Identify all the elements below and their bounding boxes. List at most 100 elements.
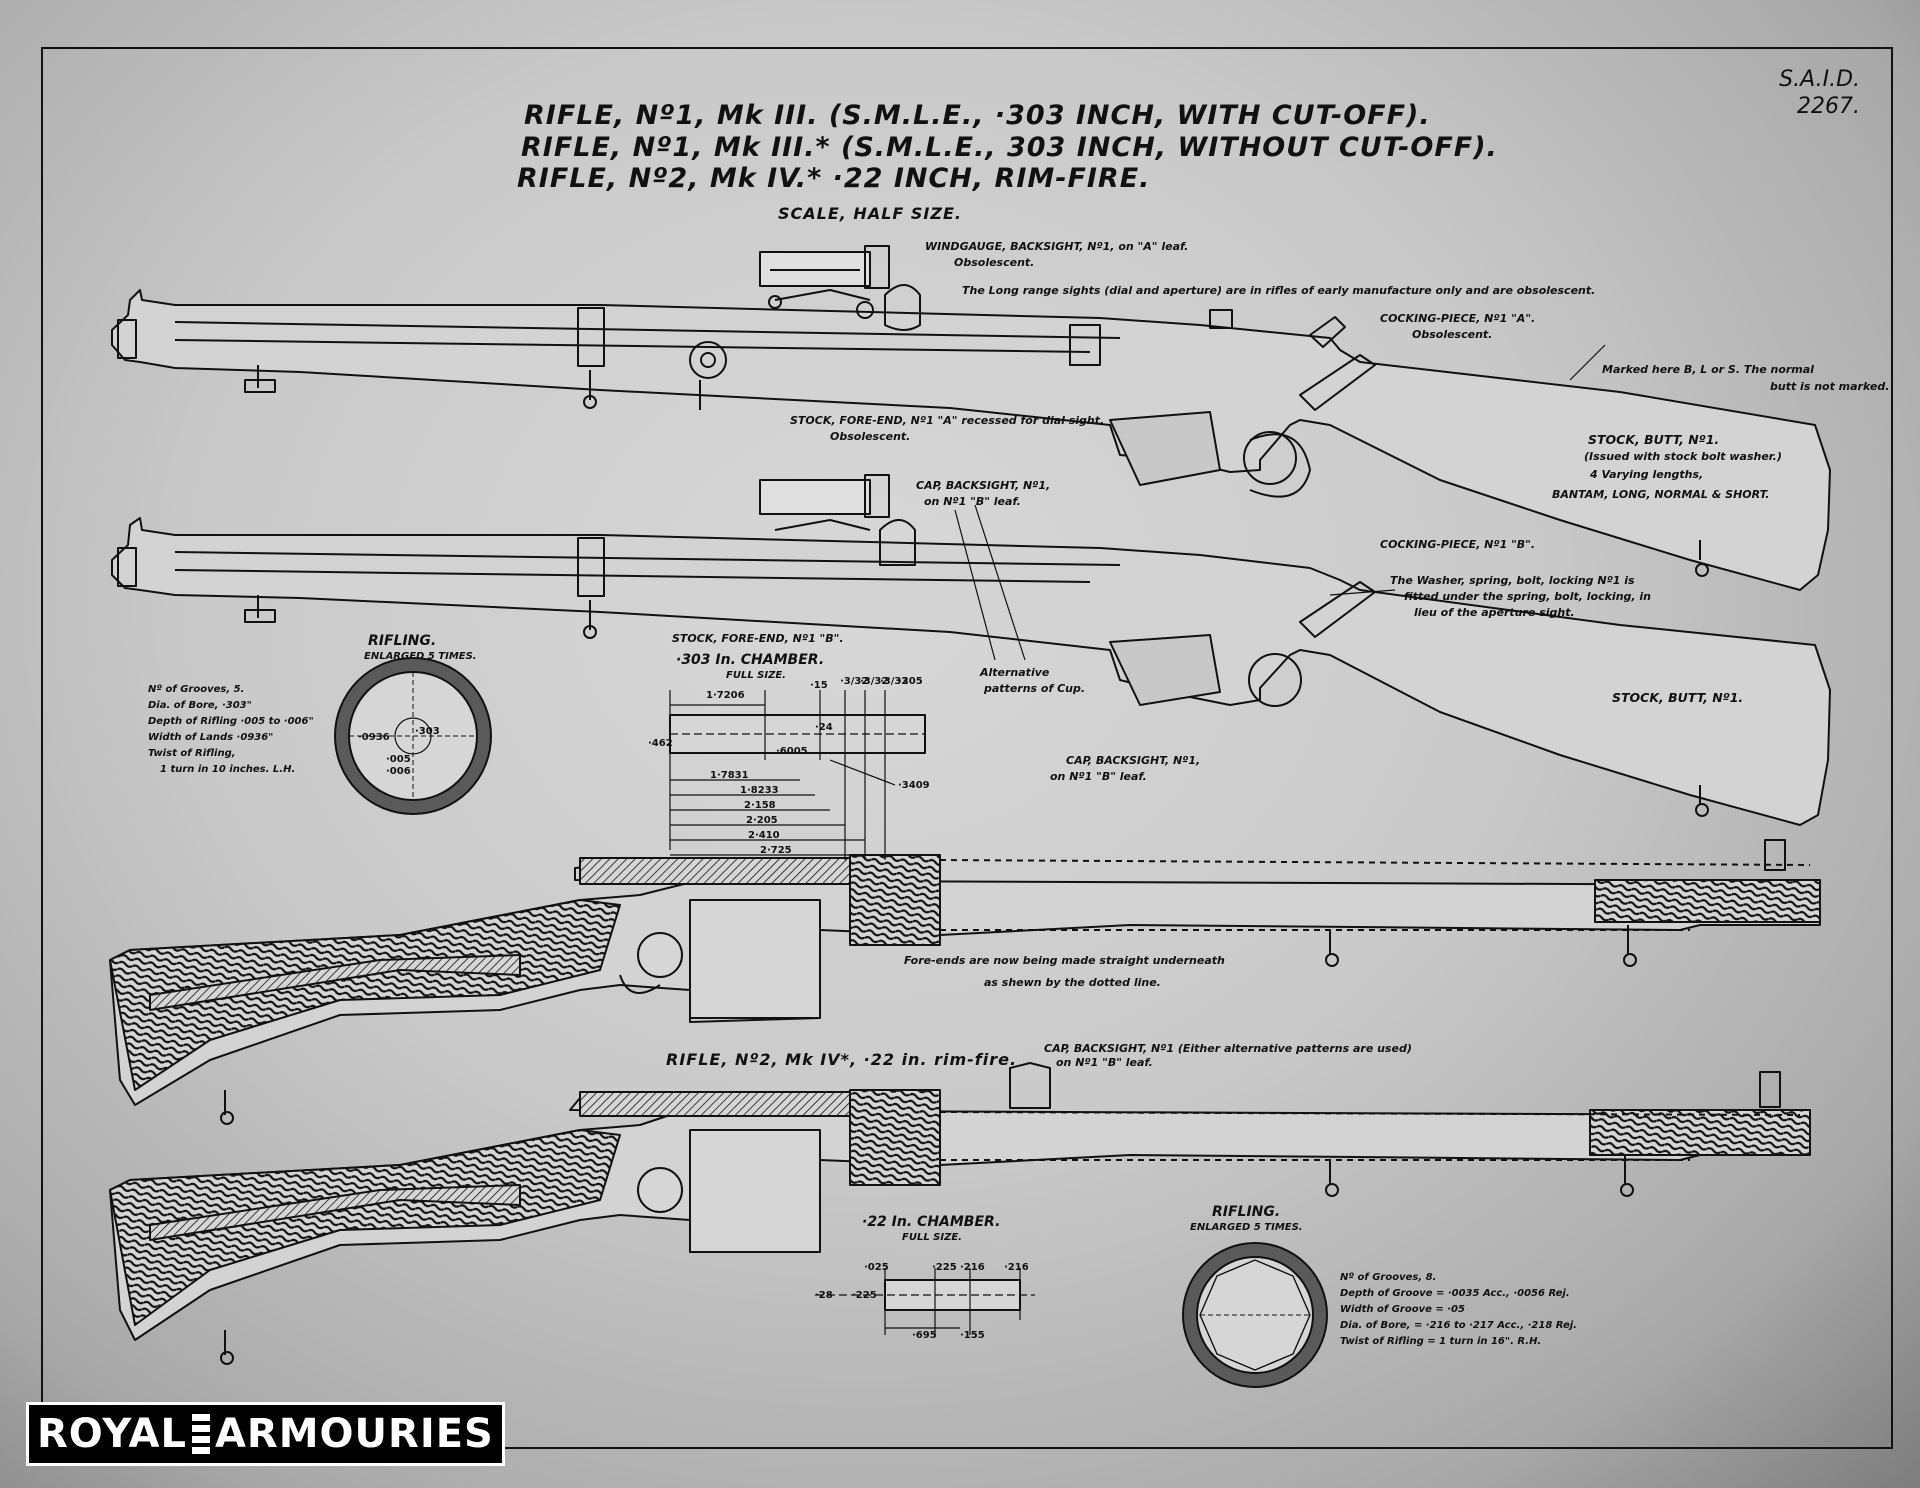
chamber-22-dim-6: ·225: [852, 1290, 877, 1301]
logo-mark-icon: [191, 1414, 210, 1454]
alternative-label-1: Alternative: [980, 666, 1050, 679]
chamber-22-dim-2: ·225: [932, 1262, 957, 1273]
cocking-piece-a-label-2: Obsolescent.: [1412, 328, 1493, 341]
washer-note-2: fitted under the spring, bolt, locking, …: [1404, 590, 1652, 603]
rifling-22-spec-2: Depth of Groove = ·0035 Acc., ·0056 Rej.: [1340, 1288, 1570, 1299]
rifling-22-spec-4: Dia. of Bore, = ·216 to ·217 Acc., ·218 …: [1340, 1320, 1577, 1331]
washer-note-1: The Washer, spring, bolt, locking Nº1 is: [1390, 574, 1635, 587]
drawing-ref-line-2: 2267.: [1797, 94, 1860, 119]
rifling-303-label-4: ·303: [415, 726, 440, 737]
chamber-303-bottom-dim-6: 2·725: [760, 845, 792, 856]
chamber-303-diagram: [669, 690, 926, 860]
cap-backsight-1-label-2: on Nº1 "B" leaf.: [924, 495, 1021, 508]
stock-fore-end-b-label: STOCK, FORE-END, Nº1 "B".: [672, 632, 844, 645]
chamber-22-subtitle: FULL SIZE.: [902, 1232, 962, 1243]
logo-text-royal: ROYAL: [37, 1411, 187, 1457]
rifling-303-spec-2: Dia. of Bore, ·303": [148, 700, 252, 711]
fore-ends-note-1: Fore-ends are now being made straight un…: [904, 954, 1225, 967]
rifling-303-spec-4: Width of Lands ·0936": [148, 732, 274, 743]
stock-fore-end-a-label-1: STOCK, FORE-END, Nº1 "A" recessed for di…: [790, 414, 1105, 427]
rifling-303-spec-6: 1 turn in 10 inches. L.H.: [160, 764, 296, 775]
chamber-303-bottom-dim-4: 2·205: [746, 815, 778, 826]
stock-butt-1-label-2: (Issued with stock bolt washer.): [1584, 450, 1782, 463]
rifling-303-spec-3: Depth of Rifling ·005 to ·006": [148, 716, 314, 727]
rifling-303-title: RIFLING.: [368, 633, 437, 649]
logo-text-armouries: ARMOURIES: [214, 1411, 494, 1457]
marked-note-2: butt is not marked.: [1770, 380, 1890, 393]
rifling-22-subtitle: ENLARGED 5 TIMES.: [1190, 1222, 1303, 1233]
chamber-303-subtitle: FULL SIZE.: [726, 670, 786, 681]
rifling-303-label-1: ·0936: [358, 732, 390, 743]
title-line-3: RIFLE, Nº2, Mk IV.* ·22 INCH, RIM-FIRE.: [517, 163, 1151, 194]
cap-backsight-2-label-1: CAP, BACKSIGHT, Nº1,: [1066, 754, 1201, 767]
rifle-4-section-outline: [109, 1062, 1811, 1365]
drawing-ref-line-1: S.A.I.D.: [1779, 67, 1860, 92]
cap-backsight-3-label-2: on Nº1 "B" leaf.: [1056, 1056, 1153, 1069]
chamber-303-top-dim-3: ·3/32: [840, 676, 869, 687]
cap-backsight-2-label-2: on Nº1 "B" leaf.: [1050, 770, 1147, 783]
drawing-reference: S.A.I.D. 2267.: [1720, 66, 1860, 120]
chamber-303-title: ·303 In. CHAMBER.: [676, 652, 825, 668]
rifling-303-label-2: ·005: [386, 754, 411, 765]
royal-armouries-logo: ROYAL ARMOURIES: [26, 1402, 505, 1466]
scale-label: SCALE, HALF SIZE.: [778, 204, 962, 223]
chamber-22-dim-8: ·155: [960, 1330, 985, 1341]
chamber-22-dim-1: ·025: [864, 1262, 889, 1273]
rifling-22-spec-5: Twist of Rifling = 1 turn in 16". R.H.: [1340, 1336, 1542, 1347]
rifling-303-subtitle: ENLARGED 5 TIMES.: [364, 651, 477, 662]
rifling-22-diagram: [1182, 1242, 1328, 1388]
chamber-303-top-dim-1: 1·7206: [706, 690, 745, 701]
marked-note-1: Marked here B, L or S. The normal: [1602, 363, 1814, 376]
stock-butt-1-label-4: BANTAM, LONG, NORMAL & SHORT.: [1552, 488, 1770, 501]
rifling-303-diagram: [334, 657, 492, 815]
chamber-303-mid-dim: ·6005: [776, 746, 808, 757]
long-range-note: The Long range sights (dial and aperture…: [962, 284, 1596, 297]
rifling-303-spec-1: Nº of Grooves, 5.: [148, 684, 245, 695]
chamber-303-bottom-dim-3: 2·158: [744, 800, 776, 811]
rifling-303-spec-5: Twist of Rifling,: [148, 748, 236, 759]
rifling-22-spec-3: Width of Groove = ·05: [1340, 1304, 1465, 1315]
title-line-1: RIFLE, Nº1, Mk III. (S.M.L.E., ·303 INCH…: [524, 100, 1431, 131]
fore-ends-note-2: as shewn by the dotted line.: [984, 976, 1161, 989]
stock-butt-1-label-1: STOCK, BUTT, Nº1.: [1588, 432, 1720, 447]
chamber-303-bottom-dim-5: 2·410: [748, 830, 780, 841]
chamber-303-bottom-dim-2: 1·8233: [740, 785, 779, 796]
rifling-22-title: RIFLING.: [1212, 1204, 1281, 1220]
rifle-2-mk3star-outline: [111, 474, 1831, 826]
chamber-303-top-dim-4: ·3/32: [860, 676, 889, 687]
alternative-label-2: patterns of Cup.: [984, 682, 1086, 695]
chamber-303-left-dim-2: ·24: [815, 722, 833, 733]
stock-butt-2-label: STOCK, BUTT, Nº1.: [1612, 690, 1744, 705]
rifling-303-label-3: ·006: [386, 766, 411, 777]
chamber-303-top-dim-2: ·15: [810, 680, 828, 691]
stock-butt-1-label-3: 4 Varying lengths,: [1590, 468, 1704, 481]
chamber-303-top-dim-6: ·305: [898, 676, 923, 687]
rifle-2-section-title: RIFLE, Nº2, Mk IV*, ·22 in. rim-fire.: [666, 1050, 1018, 1069]
leader-lines: [954, 344, 1606, 661]
chamber-22-dim-4: ·216: [1004, 1262, 1029, 1273]
chamber-22-title: ·22 In. CHAMBER.: [862, 1214, 1001, 1230]
stock-fore-end-a-label-2: Obsolescent.: [830, 430, 911, 443]
cocking-piece-a-label-1: COCKING-PIECE, Nº1 "A".: [1380, 312, 1536, 325]
chamber-22-dim-7: ·695: [912, 1330, 937, 1341]
title-line-2: RIFLE, Nº1, Mk III.* (S.M.L.E., 303 INCH…: [521, 132, 1498, 163]
rifle-3-section-outline: [109, 839, 1821, 1125]
cap-backsight-3-label-1: CAP, BACKSIGHT, Nº1 (Either alternative …: [1044, 1042, 1412, 1055]
chamber-22-dim-3: ·216: [960, 1262, 985, 1273]
cap-backsight-1-label-1: CAP, BACKSIGHT, Nº1,: [916, 479, 1051, 492]
cocking-piece-b-label: COCKING-PIECE, Nº1 "B".: [1380, 538, 1536, 551]
washer-note-3: lieu of the aperture sight.: [1414, 606, 1575, 619]
chamber-22-diagram: [815, 1268, 1035, 1335]
chamber-303-left-dim-1: ·462: [648, 738, 673, 749]
chamber-22-dim-5: ·28: [815, 1290, 833, 1301]
windgauge-label-2: Obsolescent.: [954, 256, 1035, 269]
rifle-1-mk3-outline: [111, 245, 1831, 591]
windgauge-label-1: WINDGAUGE, BACKSIGHT, Nº1, on "A" leaf.: [925, 240, 1189, 253]
chamber-303-top-dim-5: ·3/32: [880, 676, 909, 687]
chamber-303-side-dim: ·3409: [898, 780, 930, 791]
rifling-22-spec-1: Nº of Grooves, 8.: [1340, 1272, 1437, 1283]
chamber-303-bottom-dim-1: 1·7831: [710, 770, 749, 781]
drawing-frame: [41, 47, 1893, 1449]
